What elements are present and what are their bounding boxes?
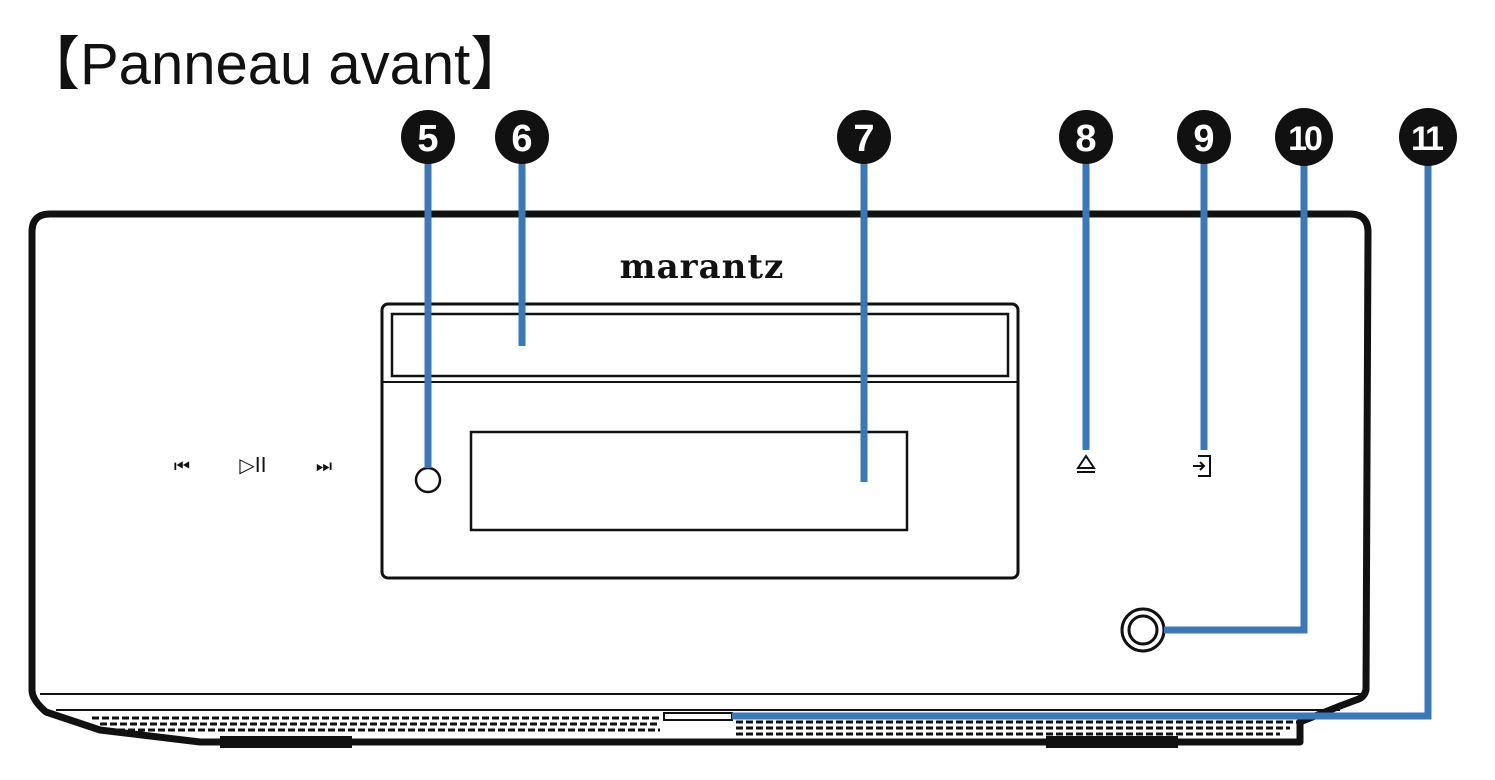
- callout-number-7: 7: [853, 118, 874, 160]
- callout-badge-5: [401, 110, 455, 164]
- callout-line-11: [732, 150, 1432, 720]
- callout-badge-6: [495, 110, 549, 164]
- left-foot: [220, 736, 352, 748]
- illumination-bar: [663, 712, 733, 721]
- callout-lines: [424, 150, 1432, 720]
- display-window: [469, 430, 909, 532]
- callout-badge-8: [1059, 110, 1113, 164]
- headphone-jack: [1120, 607, 1166, 653]
- callout-line-10: [1164, 150, 1308, 634]
- play-pause-button[interactable]: ▷II: [239, 453, 266, 477]
- disc-tray: [390, 312, 1010, 378]
- callout-badge-7: [837, 110, 891, 164]
- callout-number-8: 8: [1075, 118, 1096, 160]
- callout-badge-9: [1177, 110, 1231, 164]
- previous-button[interactable]: ⏮: [174, 456, 190, 477]
- page-title: 【Panneau avant】: [22, 32, 529, 97]
- callout-number-9: 9: [1193, 118, 1214, 160]
- callout-badge-10: [1275, 108, 1333, 166]
- remote-sensor: [414, 466, 442, 494]
- brand-logo: marantz: [620, 247, 785, 287]
- callout-badge-11: [1399, 108, 1457, 166]
- input-button[interactable]: [1193, 455, 1211, 477]
- right-foot: [1046, 736, 1178, 748]
- eject-icon: [1076, 454, 1096, 473]
- disc-section: [380, 302, 1020, 580]
- next-button[interactable]: ⏭: [316, 456, 332, 477]
- callout-badges: 5 6 7 8 9 10 11: [401, 108, 1457, 166]
- callout-number-10: 10: [1288, 120, 1322, 158]
- callout-number-6: 6: [511, 118, 532, 160]
- input-icon: [1193, 455, 1211, 477]
- eject-button[interactable]: [1076, 454, 1096, 473]
- callout-number-11: 11: [1411, 120, 1443, 158]
- callout-number-5: 5: [417, 118, 438, 160]
- vent-grille: [92, 716, 1300, 736]
